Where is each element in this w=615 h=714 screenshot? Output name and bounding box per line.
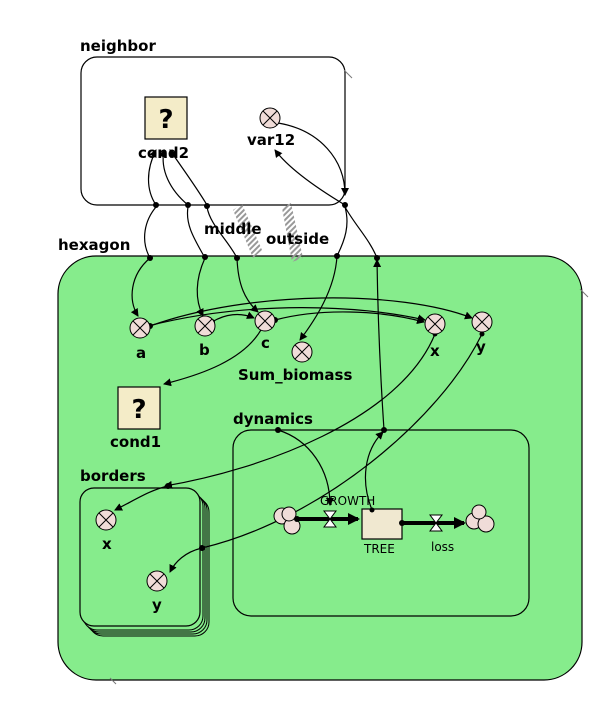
hourglass-valve-icon <box>429 514 443 532</box>
cond2-symbol: ? <box>158 105 173 135</box>
cond1-label: cond1 <box>110 433 161 451</box>
variable-sum-biomass[interactable]: Sum_biomass <box>238 341 352 384</box>
crossed-circle-icon <box>194 315 216 337</box>
loss-label: loss <box>431 540 454 554</box>
borders-x-label: x <box>102 535 112 553</box>
question-box-icon <box>144 96 188 140</box>
loss-flow[interactable]: loss <box>399 504 495 554</box>
borders-label: borders <box>80 467 146 485</box>
neighbor-submodel[interactable]: neighbor <box>80 37 353 206</box>
variable-x[interactable]: x <box>424 313 446 360</box>
middle-connection-marker <box>233 204 262 258</box>
middle-label: middle <box>204 220 262 238</box>
tree-label: TREE <box>363 542 395 556</box>
crossed-circle-icon <box>254 310 276 332</box>
a-label: a <box>136 344 146 362</box>
sum-biomass-label: Sum_biomass <box>238 366 352 384</box>
variable-var12[interactable]: var12 <box>247 107 295 149</box>
cond2-condition[interactable]: ? cond2 <box>138 96 189 162</box>
growth-flow[interactable]: GROWTH <box>273 494 375 535</box>
neighbor-label: neighbor <box>80 37 156 55</box>
c-label: c <box>261 334 270 352</box>
borders-submodel[interactable]: borders <box>79 467 210 637</box>
dynamics-label: dynamics <box>233 410 313 428</box>
variable-c[interactable]: c <box>254 310 276 352</box>
cond1-symbol: ? <box>131 395 146 425</box>
crossed-circle-icon <box>146 570 168 592</box>
b-label: b <box>199 341 210 359</box>
cond2-label: cond2 <box>138 144 189 162</box>
crossed-circle-icon <box>129 317 151 339</box>
outside-label: outside <box>266 230 329 248</box>
crossed-circle-icon <box>259 107 281 129</box>
hourglass-valve-icon <box>323 510 337 528</box>
question-box-icon <box>117 386 161 430</box>
borders-y-label: y <box>152 596 162 614</box>
variable-borders-x[interactable]: x <box>95 509 117 553</box>
crossed-circle-icon <box>291 341 313 363</box>
tree-stock[interactable]: TREE <box>361 507 403 557</box>
cloud-icon <box>273 506 301 535</box>
crossed-circle-icon <box>95 509 117 531</box>
influence-wires <box>114 122 483 573</box>
x-label: x <box>430 342 440 360</box>
crossed-circle-icon <box>424 313 446 335</box>
cloud-icon <box>465 504 495 533</box>
var12-label: var12 <box>247 131 295 149</box>
outside-connection-marker <box>282 203 303 262</box>
y-label: y <box>476 338 486 356</box>
hexagon-label: hexagon <box>58 236 130 254</box>
variable-borders-y[interactable]: y <box>146 570 168 614</box>
growth-label: GROWTH <box>320 494 375 508</box>
cond1-condition[interactable]: ? cond1 <box>110 386 161 451</box>
crossed-circle-icon <box>471 311 493 333</box>
variable-a[interactable]: a <box>129 317 151 362</box>
variable-y[interactable]: y <box>471 311 493 356</box>
variable-b[interactable]: b <box>194 315 216 359</box>
